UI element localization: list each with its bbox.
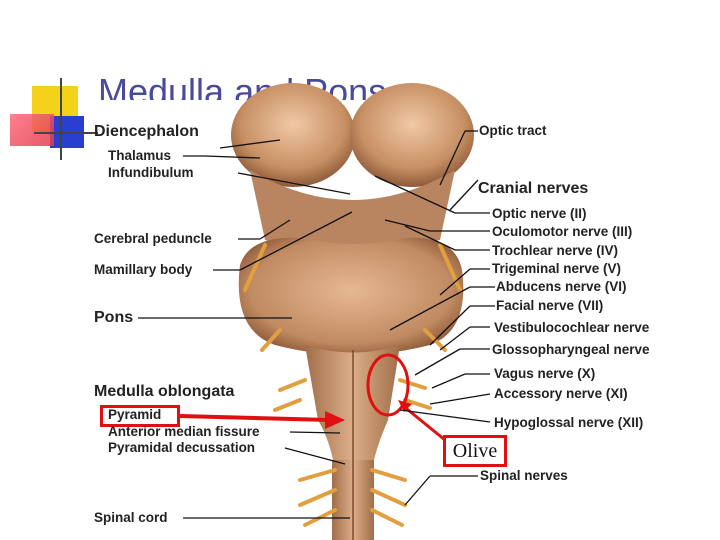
label-abducens-nerve: Abducens nerve (VI) <box>496 279 627 294</box>
label-facial-nerve: Facial nerve (VII) <box>496 298 604 313</box>
decor-horizontal-line <box>34 132 98 134</box>
pyramid-arrow-line <box>179 414 331 422</box>
label-oculomotor-nerve: Oculomotor nerve (III) <box>492 224 633 239</box>
olive-outline <box>366 353 410 417</box>
olive-arrow-head <box>398 400 412 412</box>
page-title: Medulla and Pons <box>98 71 387 100</box>
label-medulla-oblongata: Medulla oblongata <box>94 383 235 400</box>
label-diencephalon: Diencephalon <box>94 123 199 140</box>
label-cerebral-peduncle: Cerebral peduncle <box>94 231 212 246</box>
nerve-bundles <box>243 243 462 527</box>
label-vagus-nerve: Vagus nerve (X) <box>494 366 596 381</box>
decor-red-square <box>10 114 54 146</box>
label-glossopharyngeal-nerve: Glossopharyngeal nerve <box>492 342 650 357</box>
label-spinal-nerves: Spinal nerves <box>480 468 568 483</box>
label-hypoglossal-nerve: Hypoglossal nerve (XII) <box>494 415 644 430</box>
label-pons: Pons <box>94 309 134 326</box>
label-vestibulocochlear-nerve: Vestibulocochlear nerve <box>494 320 650 335</box>
label-spinal-cord: Spinal cord <box>94 510 168 525</box>
thalamus-left-lobe <box>231 83 355 187</box>
pons <box>238 237 464 355</box>
label-trochlear-nerve: Trochlear nerve (IV) <box>492 243 619 258</box>
label-thalamus: Thalamus <box>108 148 172 163</box>
label-accessory-nerve: Accessory nerve (XI) <box>494 386 628 401</box>
midbrain <box>250 170 455 250</box>
label-infundibulum: Infundibulum <box>108 165 194 180</box>
label-optic-tract: Optic tract <box>479 123 547 138</box>
decor-vertical-line <box>60 78 62 160</box>
thalamus-right-lobe <box>350 83 474 187</box>
label-anterior-median-fissure: Anterior median fissure <box>108 424 260 439</box>
label-trigeminal-nerve: Trigeminal nerve (V) <box>492 261 622 276</box>
label-pyramid: Pyramid <box>108 407 162 422</box>
left-leader-lines <box>138 139 353 519</box>
label-optic-nerve: Optic nerve (II) <box>492 206 587 221</box>
label-pyramidal-decussation: Pyramidal decussation <box>108 440 256 455</box>
label-cranial-nerves: Cranial nerves <box>478 180 589 197</box>
label-olive: Olive <box>443 435 507 467</box>
pyramid-highlight-box <box>100 405 180 427</box>
label-mamillary-body: Mamillary body <box>94 262 193 277</box>
olive-arrow-line <box>401 403 446 442</box>
right-leader-lines <box>374 130 495 506</box>
pyramid-arrow-head <box>325 411 345 429</box>
